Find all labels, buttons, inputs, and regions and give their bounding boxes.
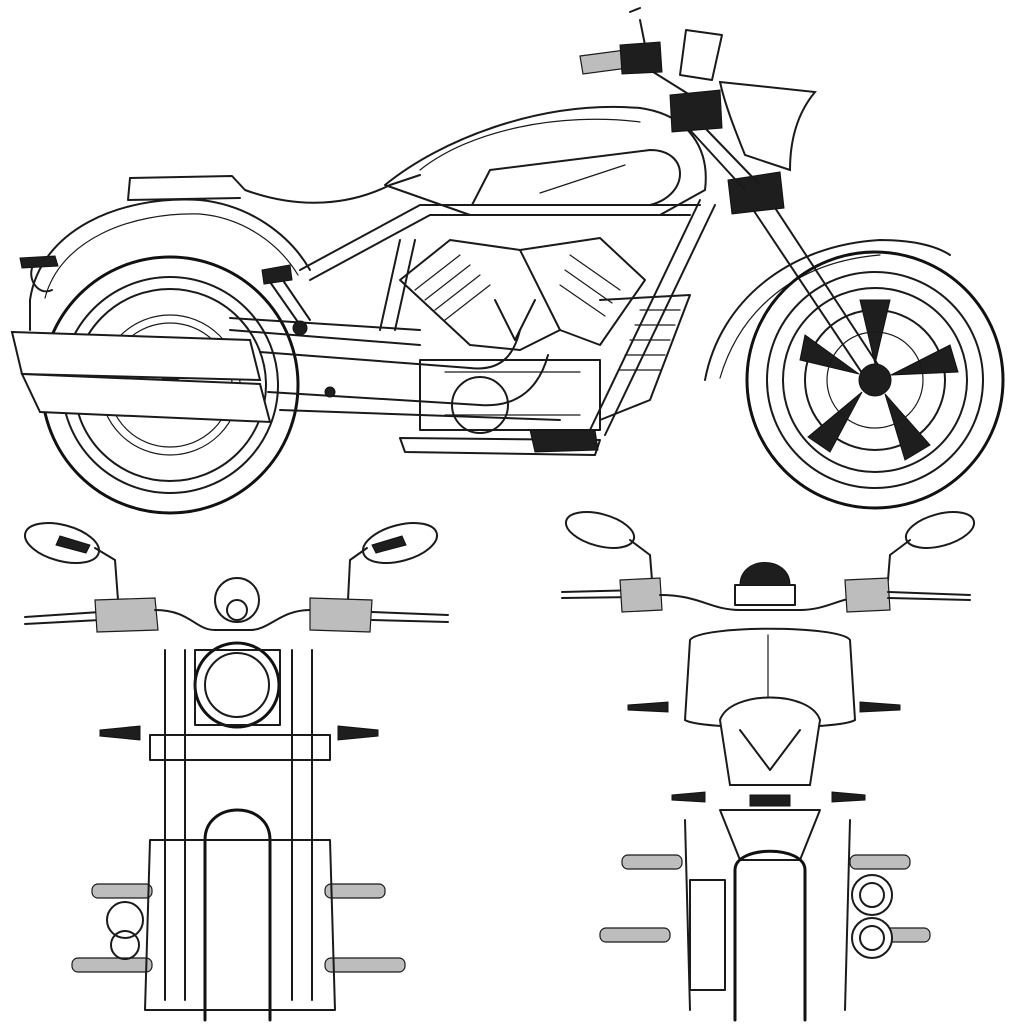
rear-view-seat xyxy=(718,696,822,786)
front-view-turn-signal-left xyxy=(99,725,141,741)
rear-view-left-mirror xyxy=(564,511,653,581)
tail-light xyxy=(19,255,59,293)
rear-view-turn-signal-left xyxy=(627,701,669,713)
front-view-headlight xyxy=(193,577,281,729)
front-view-engine xyxy=(144,839,336,1011)
rear-view-gauge xyxy=(734,562,796,606)
front-view-fork-right xyxy=(291,649,313,1001)
front-view-fork-left xyxy=(164,649,186,1001)
front-view xyxy=(24,522,449,1022)
rear-view-right-mirror xyxy=(887,511,976,581)
seat xyxy=(129,174,421,204)
exhaust-pipe xyxy=(10,329,561,424)
rear-view-handlebar xyxy=(561,577,971,613)
front-fender xyxy=(704,239,951,381)
front-view-left-mirror xyxy=(24,522,119,601)
rear-view-exhaust-tips xyxy=(851,874,893,959)
rear-view-turn-signal-right xyxy=(859,701,901,713)
front-view-handlebar xyxy=(24,597,449,633)
front-wheel xyxy=(745,250,1005,510)
rear-view-tail-light xyxy=(749,794,791,807)
front-view-turn-signal-right xyxy=(337,725,379,741)
fuel-tank xyxy=(384,106,707,216)
front-view-right-mirror xyxy=(347,522,438,601)
headlight-cowl xyxy=(679,29,817,172)
front-view-tire xyxy=(203,808,272,1022)
frame xyxy=(229,199,716,436)
side-view xyxy=(10,7,1005,515)
v-twin-engine xyxy=(399,237,646,434)
handlebar xyxy=(579,7,691,96)
front-view-footpegs xyxy=(71,883,406,973)
rear-view-tire xyxy=(733,849,807,1022)
rear-shock xyxy=(269,275,311,326)
front-fork xyxy=(669,89,889,386)
rear-view xyxy=(561,511,976,1022)
